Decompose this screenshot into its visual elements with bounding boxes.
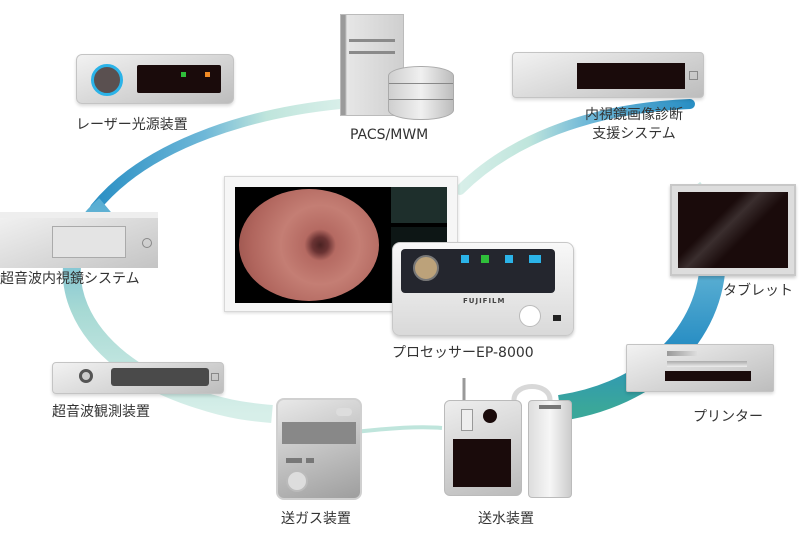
ring-segment-bottom <box>355 425 443 434</box>
usb-port <box>553 315 561 321</box>
water-tank <box>453 439 511 487</box>
indicator <box>689 71 698 80</box>
display-panel <box>577 63 685 89</box>
tube <box>462 378 553 438</box>
endoscope-monitor[interactable] <box>224 176 458 312</box>
diagnosis-support-unit-icon[interactable] <box>512 52 704 98</box>
tablet-screen <box>678 192 788 268</box>
label-water: 送水装置 <box>478 511 534 527</box>
label-tablet: タブレット <box>723 283 793 299</box>
label-pacs: PACS/MWM <box>350 127 429 143</box>
led-orange <box>205 72 210 77</box>
info-panel <box>391 187 447 223</box>
display-panel <box>137 65 221 93</box>
scope-connector <box>413 255 439 281</box>
led-green <box>181 72 186 77</box>
paper-tray <box>665 371 751 381</box>
water-bottle <box>528 400 572 498</box>
ultrasound-observation-unit-icon[interactable] <box>52 362 224 394</box>
label-cad-line1: 内視鏡画像診断 <box>585 107 683 123</box>
endoscopic-image <box>239 189 379 301</box>
label-gas: 送ガス装置 <box>281 511 351 527</box>
processor-ep8000[interactable]: FUJIFILM <box>392 242 574 336</box>
label-eus: 超音波内視鏡システム <box>0 271 140 287</box>
water-pump-icon[interactable] <box>442 378 572 502</box>
control-knob <box>519 305 541 327</box>
server-database-icon[interactable] <box>340 14 460 120</box>
label-processor: プロセッサーEP-8000 <box>392 345 534 361</box>
label-us-obs: 超音波観測装置 <box>52 404 150 420</box>
tablet-icon[interactable] <box>670 184 796 276</box>
label-cad-line2: 支援システム <box>592 125 676 142</box>
display-panel <box>111 368 209 386</box>
knob <box>79 369 93 383</box>
printer-icon[interactable] <box>626 344 774 392</box>
ring-segment-top-right <box>455 99 695 195</box>
ring-segment-top <box>90 99 345 213</box>
gas-insufflator-icon[interactable] <box>276 398 362 500</box>
brand-mark: FUJIFILM <box>463 297 506 305</box>
laser-light-source-icon[interactable] <box>76 54 234 104</box>
panel <box>52 226 126 258</box>
label-laser: レーザー光源装置 <box>76 117 188 133</box>
pump-body <box>444 400 522 496</box>
power-knob <box>91 64 123 96</box>
label-cad: 内視鏡画像診断 支援システム <box>585 106 683 144</box>
display-panel <box>282 422 356 444</box>
control-panel <box>401 249 555 293</box>
ultrasound-endoscope-system-icon[interactable] <box>0 212 158 268</box>
label-printer: プリンター <box>693 409 763 425</box>
database-cylinder <box>388 66 454 120</box>
power-button <box>286 470 308 492</box>
